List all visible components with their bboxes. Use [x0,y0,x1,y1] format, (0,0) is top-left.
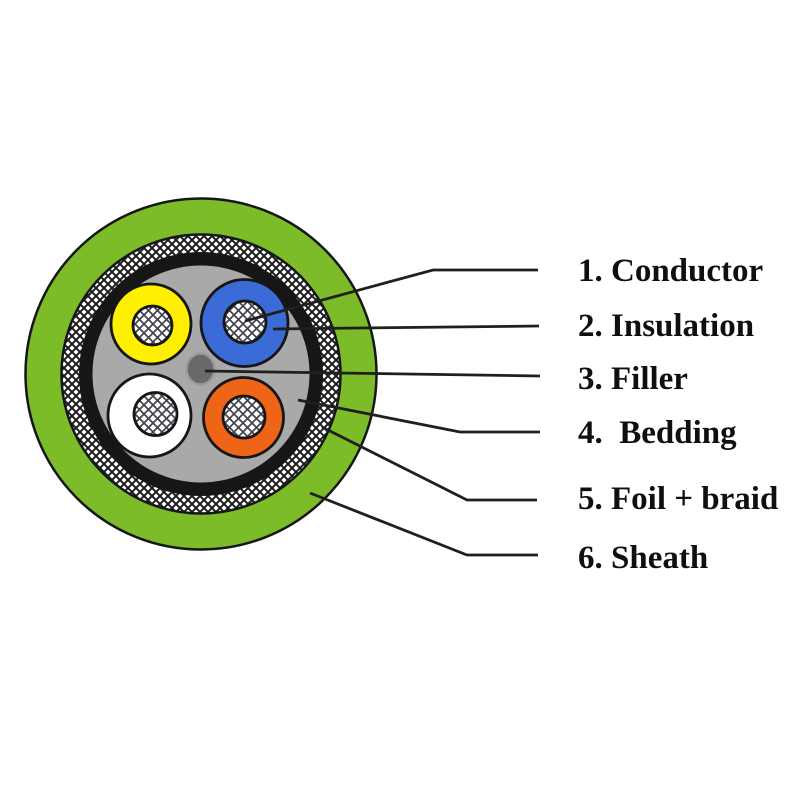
leader-line-sheath [309,491,538,557]
leader-line-bedding [297,398,540,434]
legend-item-sheath: 6. Sheath [578,540,709,576]
conductor-yellow-circle [131,304,174,347]
legend-item-conductor: 1. Conductor [578,253,764,289]
leader-line-filler [204,369,541,378]
conductor-blue-circle [222,299,268,345]
leader-line-foil-braid [321,425,537,502]
conductor-orange-circle [221,394,267,440]
conductor-white-circle [132,391,179,437]
leader-line-insulation [272,324,540,331]
filler-dot [185,352,216,386]
legend-item-foil-braid: 5. Foil + braid [578,481,779,517]
legend-item-insulation: 2. Insulation [578,308,755,344]
leader-line-conductor [244,268,538,323]
legend-item-bedding: 4. Bedding [578,415,737,451]
legend-item-filler: 3. Filler [578,361,688,397]
